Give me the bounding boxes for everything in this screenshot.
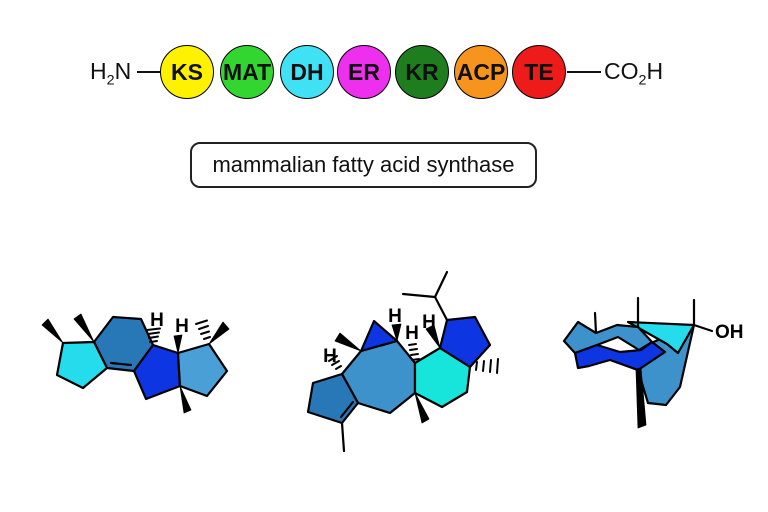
h-atom-label: H (323, 346, 337, 367)
methyl-bond (593, 311, 598, 335)
ring-band-front-vivid (573, 340, 667, 372)
caption-box: mammalian fatty acid synthase (190, 142, 537, 188)
h-wedge (173, 334, 183, 354)
domain-circle-dh: DH (280, 45, 334, 99)
methyl-wedge (208, 321, 230, 345)
double-bond-inner (109, 361, 133, 367)
h-atom-label: H (405, 323, 419, 344)
molecule-structure-2: H H H H (306, 270, 499, 453)
caption-text: mammalian fatty acid synthase (212, 152, 515, 177)
isopropyl-bond (433, 295, 449, 322)
ring-cyclopentane-vivid (132, 343, 182, 401)
n-terminus-label: H2N (90, 58, 132, 89)
methyl-wedge (41, 318, 64, 344)
h-atom-label: H (175, 316, 189, 337)
molecule-structure-3: OH (562, 296, 744, 429)
double-bond-inner (339, 400, 355, 419)
methyl-wedge (73, 313, 95, 343)
molecule-structure-1: H H (41, 310, 230, 414)
hydroxyl-label: OH (715, 322, 744, 343)
domain-circle-ks: KS (160, 45, 214, 99)
h-atom-label: H (388, 306, 402, 327)
domain-circle-te: TE (512, 45, 566, 99)
n-terminus-bond (137, 71, 160, 73)
methyl-wedge (635, 367, 647, 429)
h-atom-label: H (422, 312, 436, 333)
domain-circle-mat: MAT (220, 45, 274, 99)
h-wedge (425, 324, 441, 349)
h-wedge (391, 323, 402, 342)
isopropyl-bond (433, 270, 449, 299)
methyl-wedge (414, 392, 430, 424)
methyl-wedge (179, 385, 192, 414)
domain-circle-kr: KR (395, 45, 449, 99)
ring-cyclopentane-light (176, 342, 229, 398)
h-atom-label: H (150, 310, 164, 331)
ring-cyclopentane-cyan (55, 340, 109, 390)
ring-cyclopropane-vivid (359, 319, 399, 353)
isopropyl-bond (401, 292, 437, 299)
hydroxyl-bond (692, 323, 714, 333)
c-terminus-label: CO2H (604, 58, 664, 89)
methyl-wedge (334, 332, 362, 352)
methyl-bond (340, 421, 346, 453)
ring-cyclopentane-vivid (438, 315, 492, 369)
ring-band-cyan (626, 320, 696, 355)
domain-circle-er: ER (337, 45, 391, 99)
c-terminus-bond (567, 71, 601, 73)
domain-circle-acp: ACP (454, 45, 508, 99)
